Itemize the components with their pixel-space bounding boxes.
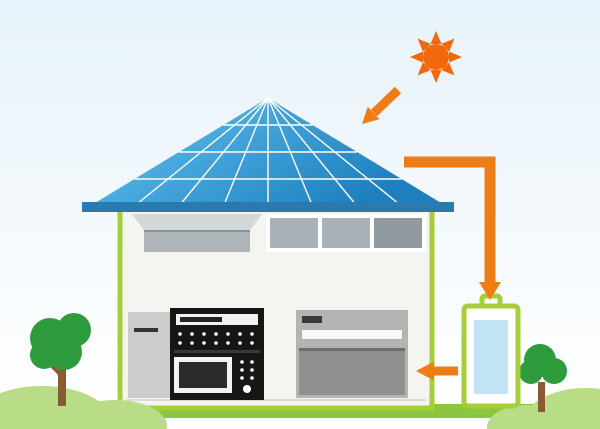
house — [117, 203, 435, 411]
hood-top — [132, 214, 262, 230]
sun-ray — [430, 70, 442, 83]
sun-ray — [441, 38, 455, 52]
control-dot — [190, 332, 194, 336]
control-dot — [250, 341, 254, 345]
sun-core — [423, 44, 449, 70]
control-dot — [202, 341, 206, 345]
stove-unit — [170, 308, 264, 400]
dishwasher-door-edge — [299, 348, 405, 351]
control-dot — [190, 341, 194, 345]
control-dot — [240, 360, 244, 364]
dishwasher-handle — [302, 330, 402, 339]
control-dot — [250, 360, 254, 364]
tree-right — [519, 344, 567, 412]
control-dot — [240, 368, 244, 372]
control-dot — [214, 341, 218, 345]
hood-edge-line — [144, 230, 250, 232]
control-dot — [250, 376, 254, 380]
tree-left — [30, 313, 91, 406]
control-dot — [250, 368, 254, 372]
hood-front — [144, 230, 250, 252]
cabinet-handle — [134, 328, 158, 332]
tree-trunk — [538, 382, 545, 412]
bush-left-small — [63, 400, 167, 429]
control-dot — [240, 376, 244, 380]
bush-right-small — [487, 405, 567, 429]
control-dot — [238, 332, 242, 336]
battery-to-house-arrow — [416, 361, 458, 381]
tree-foliage — [30, 313, 91, 370]
roof-to-battery-arrow — [404, 156, 501, 300]
control-dot — [202, 332, 206, 336]
stove-separator — [174, 350, 260, 353]
microwave-knob — [243, 385, 251, 393]
sun-icon — [410, 31, 462, 83]
control-dot — [178, 332, 182, 336]
sun-to-roof-arrow — [362, 86, 402, 124]
window-pane — [270, 218, 318, 248]
microwave-buttons — [240, 360, 254, 393]
tree-trunk — [58, 358, 66, 406]
arrow-head-left-icon — [416, 361, 434, 381]
dishwasher-door — [299, 348, 405, 395]
sun-ray — [430, 31, 442, 44]
window-pane — [322, 218, 370, 248]
stove-display-screen — [180, 317, 222, 322]
dishwasher-vent — [302, 316, 322, 323]
cabinet-body — [128, 312, 170, 398]
left-cabinet — [128, 312, 170, 398]
solar-roof — [82, 97, 454, 212]
battery-cell — [474, 320, 508, 394]
window-pane-shaded — [374, 218, 422, 248]
foliage-lobe — [519, 360, 543, 384]
sun-rays — [410, 31, 462, 83]
roof-eave — [82, 202, 454, 212]
control-dot — [178, 341, 182, 345]
microwave-window-glass — [179, 362, 227, 388]
arrow-elbow-line — [404, 156, 496, 284]
tree-foliage — [519, 344, 567, 384]
dishwasher — [296, 310, 408, 398]
control-dot — [226, 341, 230, 345]
sun-ray — [441, 62, 455, 76]
sun-ray — [449, 51, 462, 63]
sun-ray — [410, 51, 423, 63]
control-dot — [238, 341, 242, 345]
sun-ray — [417, 62, 431, 76]
control-dot — [250, 332, 254, 336]
arrow-line — [370, 86, 402, 117]
control-dot — [226, 332, 230, 336]
second-floor-hood — [132, 214, 262, 252]
arrow-head-down-icon — [479, 282, 501, 300]
arrow-head-downleft-icon — [362, 106, 380, 124]
foliage-lobe — [541, 358, 567, 384]
solar-panel-grid — [134, 97, 402, 207]
second-floor-windows — [266, 214, 426, 252]
foliage-lobe — [30, 341, 58, 369]
storage-battery — [461, 293, 521, 409]
sun-ray — [417, 38, 431, 52]
control-dot — [214, 332, 218, 336]
stove-control-buttons — [178, 332, 254, 345]
